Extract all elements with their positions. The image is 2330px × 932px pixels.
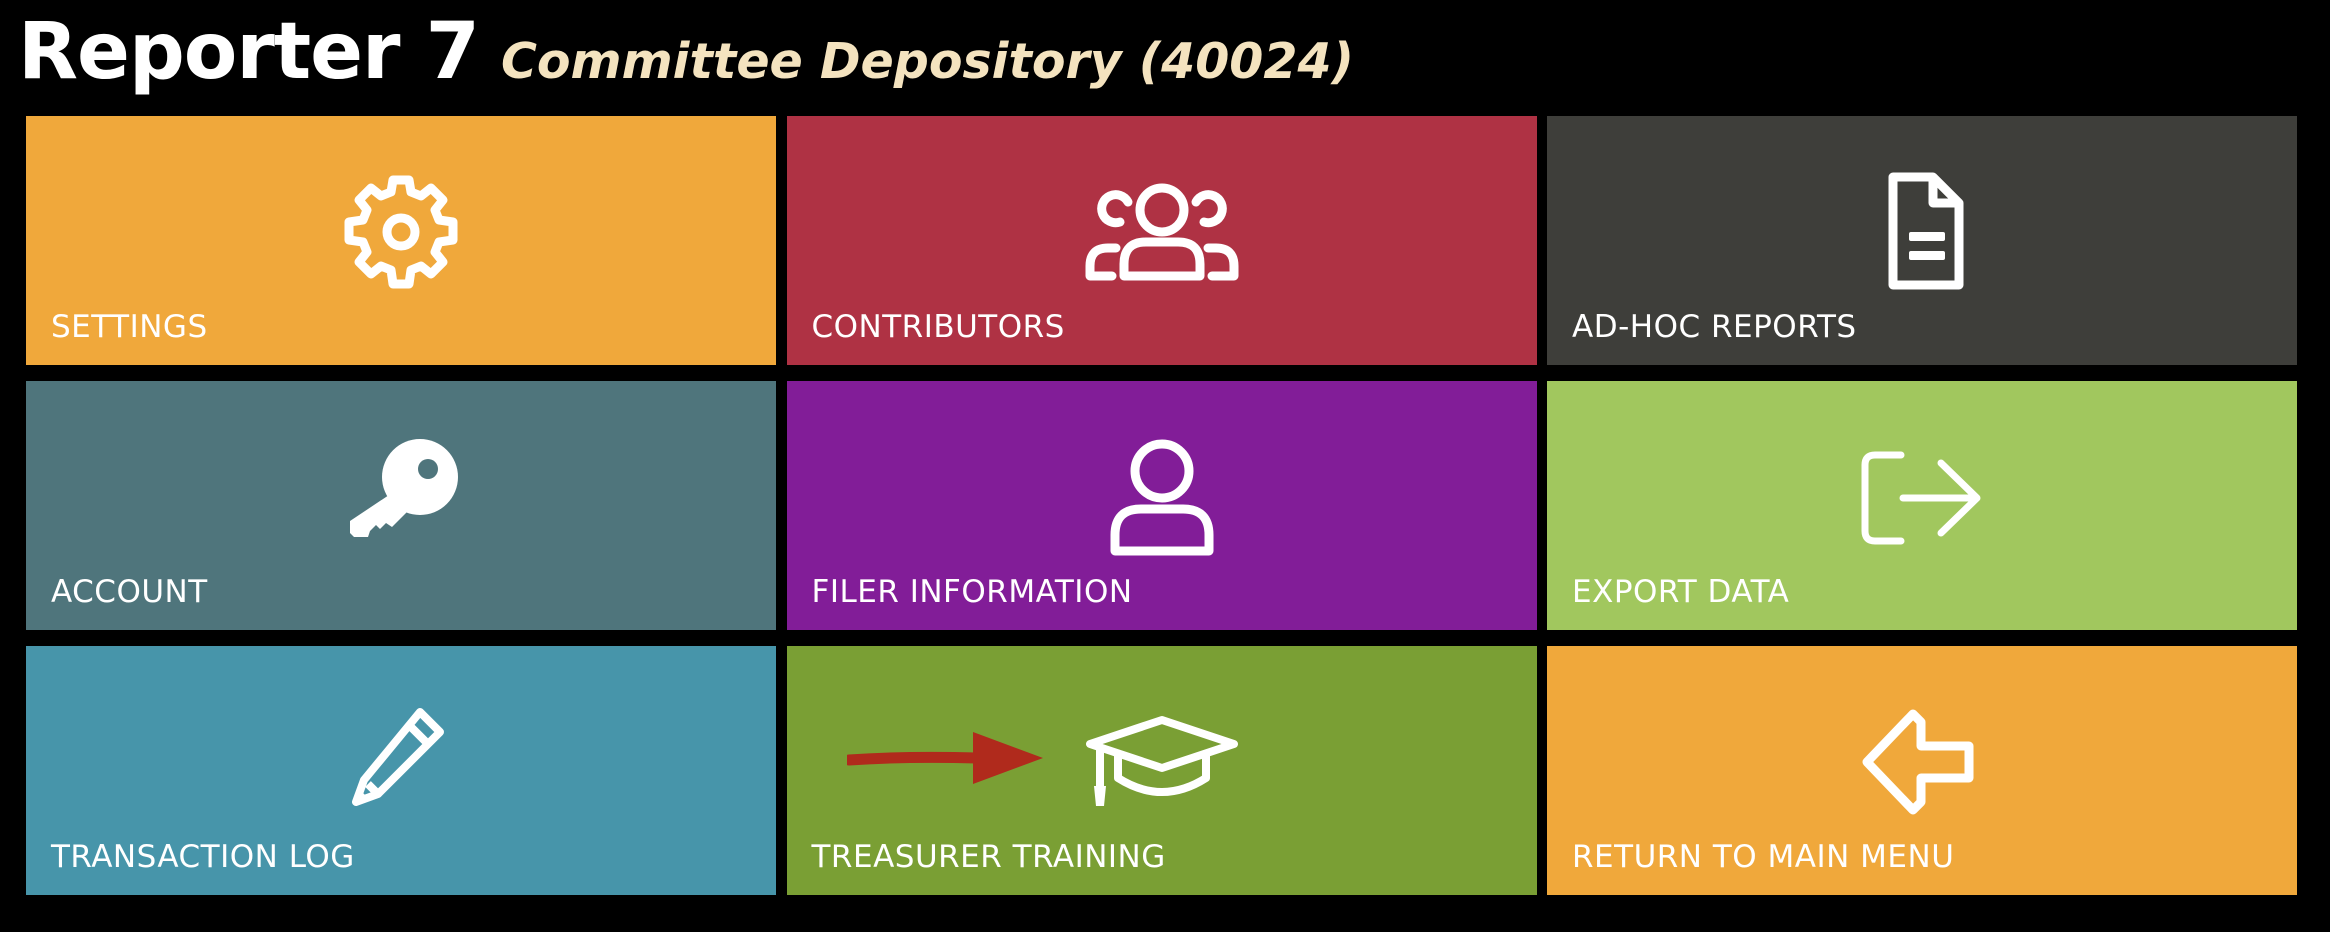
ad-hoc-reports-tile[interactable]: AD-HOC REPORTS xyxy=(1547,116,2297,365)
tile-label: FILER INFORMATION xyxy=(811,574,1133,610)
app-title: Reporter 7 xyxy=(18,7,480,97)
sign-out-icon xyxy=(1857,437,1987,557)
filer-information-tile[interactable]: FILER INFORMATION xyxy=(786,381,1537,630)
tile-label: TREASURER TRAINING xyxy=(811,839,1166,875)
treasurer-training-tile[interactable]: TREASURER TRAINING xyxy=(786,646,1537,895)
tile-label: EXPORT DATA xyxy=(1572,574,1790,610)
contributors-tile[interactable]: CONTRIBUTORS xyxy=(786,116,1537,365)
account-tile[interactable]: ACCOUNT xyxy=(26,381,776,630)
tile-label: CONTRIBUTORS xyxy=(811,309,1065,345)
arrow-left-icon xyxy=(1857,702,1987,822)
header: Reporter 7 Committee Depository (40024) xyxy=(18,6,1354,106)
tile-label: RETURN TO MAIN MENU xyxy=(1572,839,1955,875)
menu-grid: SETTINGS CONTRIBUTORS xyxy=(26,116,2297,896)
settings-tile[interactable]: SETTINGS xyxy=(26,116,776,365)
document-icon xyxy=(1857,172,1987,292)
gear-icon xyxy=(336,172,466,292)
tile-label: SETTINGS xyxy=(51,309,208,345)
tile-label: ACCOUNT xyxy=(51,574,208,610)
key-icon xyxy=(336,437,466,557)
transaction-log-tile[interactable]: TRANSACTION LOG xyxy=(26,646,776,895)
pencil-icon xyxy=(336,702,466,822)
graduation-cap-icon xyxy=(1082,702,1242,822)
tile-label: TRANSACTION LOG xyxy=(51,839,355,875)
return-to-main-menu-tile[interactable]: RETURN TO MAIN MENU xyxy=(1547,646,2297,895)
tile-label: AD-HOC REPORTS xyxy=(1572,309,1857,345)
export-data-tile[interactable]: EXPORT DATA xyxy=(1547,381,2297,630)
committee-name: Committee Depository (40024) xyxy=(500,33,1354,90)
user-icon xyxy=(1097,437,1227,557)
users-icon xyxy=(1082,172,1242,292)
annotation-arrow xyxy=(846,732,1043,784)
